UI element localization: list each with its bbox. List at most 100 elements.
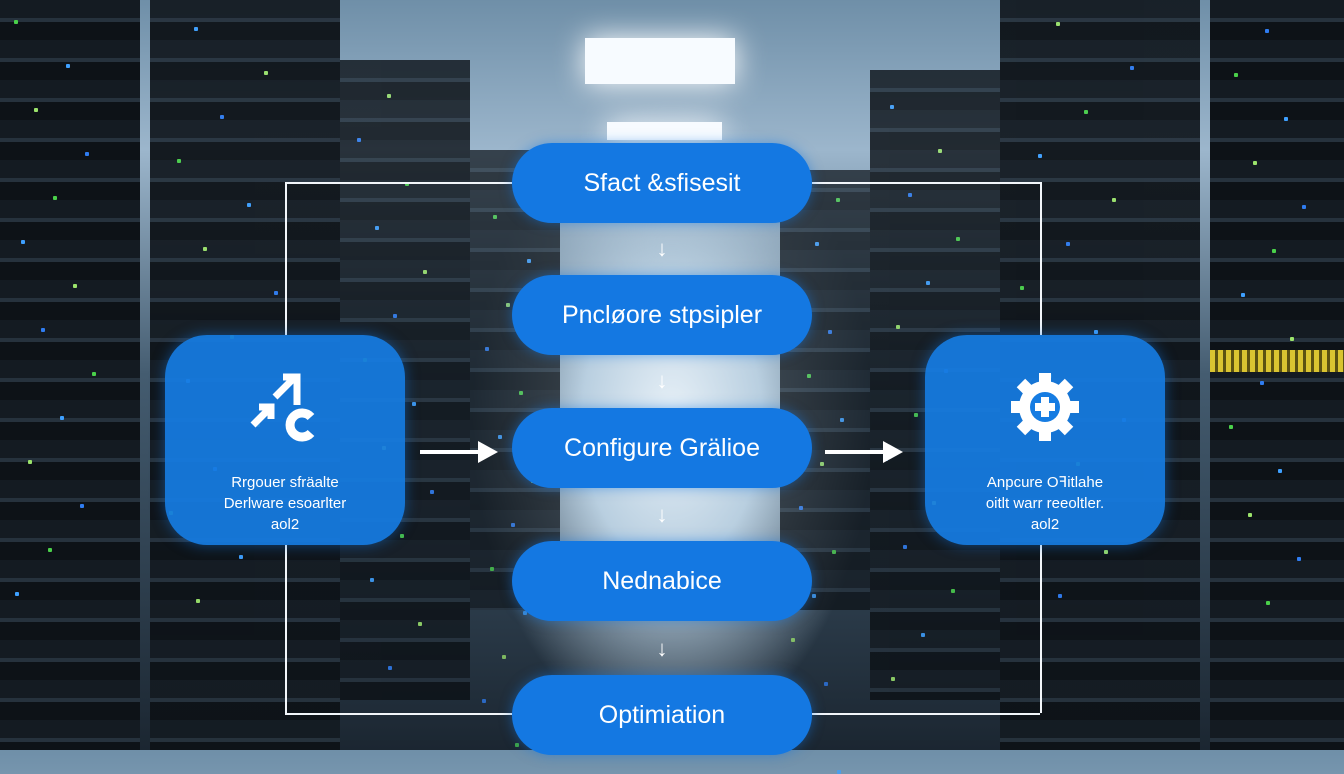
rack-led: [1302, 205, 1307, 209]
ceiling-light: [585, 38, 735, 84]
connector-line: [812, 182, 1040, 184]
card-line: aol2: [270, 516, 300, 533]
rack-led: [429, 490, 434, 494]
flow-step-4[interactable]: Nednabice: [512, 541, 812, 621]
rack-led: [411, 402, 416, 406]
rack-led: [1020, 286, 1024, 290]
server-rack-left-1: [0, 0, 140, 750]
card-line: Anpcure Oꟻitlahe: [986, 474, 1104, 491]
ceiling-light: [607, 122, 722, 140]
rack-led: [53, 196, 58, 200]
rack-led: [790, 638, 795, 642]
card-line: Derlware esoarlter: [223, 495, 347, 512]
rack-led: [955, 237, 960, 241]
flow-step-label: Nednabice: [602, 566, 722, 595]
arrows-c-icon: [250, 373, 315, 442]
rack-led: [405, 182, 409, 186]
rack-led: [246, 203, 251, 207]
rack-led: [925, 281, 930, 285]
flow-step-label: Pncløore stpsipler: [561, 300, 763, 329]
left-info-card[interactable]: Rrgouer sfräalte Derlware esoarlter aol2: [165, 335, 405, 545]
flow-step-1[interactable]: Sfact &sfisesit: [512, 143, 812, 223]
rack-led: [832, 550, 837, 554]
rack-led: [1112, 198, 1116, 202]
rack-led: [937, 149, 942, 153]
rack-led: [493, 215, 498, 219]
connector-line: [1040, 545, 1042, 713]
arrow-right-icon: [825, 441, 903, 463]
flow-step-3[interactable]: Configure Grälioe: [512, 408, 812, 488]
rack-led: [193, 27, 198, 31]
rack-led: [15, 592, 20, 596]
rack-led: [824, 682, 829, 686]
rack-led: [481, 699, 486, 703]
rack-led: [798, 506, 803, 510]
rack-led: [485, 347, 490, 351]
server-rack-left-4: [470, 150, 560, 747]
rack-led: [526, 259, 531, 263]
rack-led: [60, 416, 65, 420]
rack-led: [79, 504, 84, 508]
rack-led: [220, 115, 225, 119]
card-line: aol2: [1030, 516, 1060, 533]
arrow-right-icon: [420, 441, 498, 463]
rack-led: [1056, 22, 1060, 26]
rack-led: [1283, 117, 1288, 121]
rack-led: [1259, 381, 1264, 385]
connector-line: [285, 182, 287, 335]
flow-step-5[interactable]: Optimiation: [512, 675, 812, 755]
server-rack-right-1: [1210, 0, 1344, 750]
rack-led: [907, 193, 912, 197]
rack-led: [1228, 425, 1233, 429]
rack-led: [840, 418, 845, 422]
rack-led: [902, 545, 907, 549]
rack-led: [506, 303, 510, 307]
rack-led: [815, 242, 820, 246]
rack-led: [369, 578, 374, 582]
flow-step-2[interactable]: Pncløore stpsipler: [512, 275, 812, 355]
rack-led: [811, 594, 816, 598]
connector-line: [1040, 182, 1042, 335]
arrow-down-icon: ↓: [656, 236, 668, 261]
rack-led: [1038, 154, 1042, 158]
rack-led: [1266, 601, 1271, 605]
rack-led: [239, 555, 244, 559]
rack-led: [40, 328, 45, 332]
rack-led: [1290, 337, 1295, 341]
server-rack-right-4: [780, 170, 870, 774]
arrow-down-icon: ↓: [656, 502, 668, 527]
rack-led: [836, 770, 841, 774]
rack-led: [423, 270, 428, 274]
flow-step-label: Sfact &sfisesit: [583, 168, 741, 197]
rack-led: [356, 138, 361, 142]
rack-led: [502, 655, 507, 659]
flow-step-label: Configure Grälioe: [564, 433, 760, 462]
rack-led: [33, 108, 38, 112]
rack-led: [1240, 293, 1245, 297]
rack-led: [518, 391, 523, 395]
rack-led: [1066, 242, 1070, 246]
rack-led: [896, 325, 900, 329]
rack-led: [1058, 594, 1062, 598]
rack-led: [375, 226, 380, 230]
rack-led: [273, 291, 278, 295]
rack-led: [920, 633, 925, 637]
arrow-down-icon: ↓: [656, 368, 668, 393]
rack-led: [1130, 66, 1134, 70]
rack-led: [203, 247, 208, 251]
rack-led: [497, 435, 502, 439]
rack-led: [914, 413, 919, 417]
rack-led: [515, 743, 519, 747]
card-line: Rrgouer sfräalte: [231, 474, 339, 491]
flow-step-label: Optimiation: [598, 700, 726, 729]
connector-line: [285, 182, 512, 184]
rack-led: [807, 374, 811, 378]
gear-plus-icon: [1011, 373, 1079, 441]
right-info-card[interactable]: Anpcure Oꟻitlahe oitlt warr reeoltler. a…: [925, 335, 1165, 545]
rack-led: [1094, 330, 1098, 334]
rack-led: [1104, 550, 1108, 554]
rack-led: [176, 159, 181, 163]
arrow-down-icon: ↓: [656, 636, 668, 661]
rack-led: [388, 666, 393, 670]
rack-led: [510, 523, 515, 527]
